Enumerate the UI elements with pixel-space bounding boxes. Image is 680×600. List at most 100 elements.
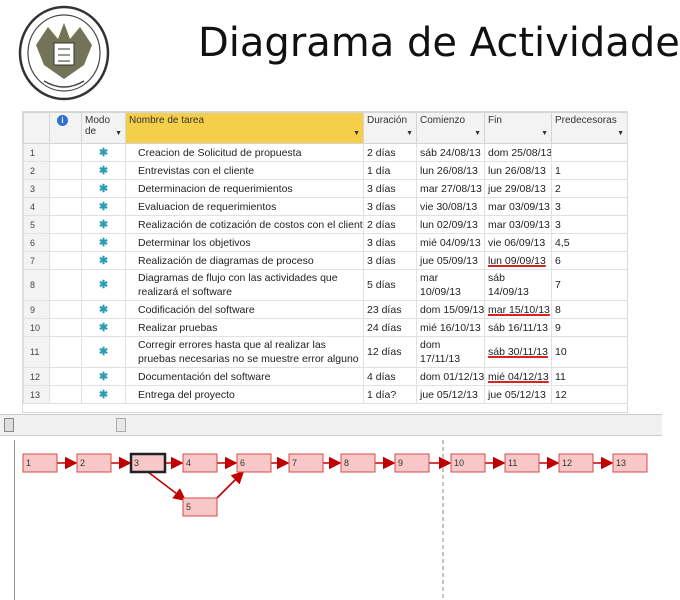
mode-cell[interactable]: ✱ [81,385,126,404]
mode-cell[interactable]: ✱ [81,269,126,301]
info-cell[interactable] [49,197,82,216]
network-node-8[interactable]: 8 [340,453,376,473]
network-node-13[interactable]: 13 [612,453,648,473]
predecessors-column-header[interactable]: Predecesoras ▼ [551,112,627,144]
predecessors-cell[interactable]: 2 [551,179,627,198]
network-node-9[interactable]: 9 [394,453,430,473]
duration-cell[interactable]: 4 días [363,367,417,386]
finish-cell[interactable]: sáb 14/09/13 [484,269,552,301]
chevron-down-icon[interactable]: ▼ [617,130,624,137]
start-cell[interactable]: jue 05/09/13 [416,251,485,270]
start-cell[interactable]: mar 10/09/13 [416,269,485,301]
predecessors-cell[interactable]: 8 [551,300,627,319]
task-name-cell[interactable]: Entrevistas con el cliente [125,161,364,180]
network-node-6[interactable]: 6 [236,453,272,473]
info-cell[interactable] [49,318,82,337]
info-cell[interactable] [49,161,82,180]
finish-cell[interactable]: lun 09/09/13 [484,251,552,270]
mode-cell[interactable]: ✱ [81,233,126,252]
mode-cell[interactable]: ✱ [81,143,126,162]
network-node-2[interactable]: 2 [76,453,112,473]
duration-cell[interactable]: 23 días [363,300,417,319]
duration-cell[interactable]: 3 días [363,233,417,252]
info-cell[interactable] [49,233,82,252]
duration-cell[interactable]: 24 días [363,318,417,337]
finish-cell[interactable]: mar 03/09/13 [484,197,552,216]
start-cell[interactable]: dom 15/09/13 [416,300,485,319]
task-name-cell[interactable]: Codificación del software [125,300,364,319]
duration-cell[interactable]: 5 días [363,269,417,301]
start-cell[interactable]: lun 02/09/13 [416,215,485,234]
row-number[interactable]: 4 [23,197,50,216]
info-cell[interactable] [49,143,82,162]
splitter-handle[interactable] [4,418,14,432]
row-number[interactable]: 9 [23,300,50,319]
chevron-down-icon[interactable]: ▼ [541,130,548,137]
finish-column-header[interactable]: Fin ▼ [484,112,552,144]
duration-cell[interactable]: 2 días [363,215,417,234]
row-number[interactable]: 3 [23,179,50,198]
duration-column-header[interactable]: Duración ▼ [363,112,417,144]
finish-cell[interactable]: mar 15/10/13 [484,300,552,319]
task-name-cell[interactable]: Diagramas de flujo con las actividades q… [125,269,364,301]
mode-cell[interactable]: ✱ [81,336,126,368]
start-cell[interactable]: mar 27/08/13 [416,179,485,198]
network-node-7[interactable]: 7 [288,453,324,473]
task-name-cell[interactable]: Corregir errores hasta que al realizar l… [125,336,364,368]
finish-cell[interactable]: mié 04/12/13 [484,367,552,386]
mode-cell[interactable]: ✱ [81,318,126,337]
start-cell[interactable]: dom 01/12/13 [416,367,485,386]
task-name-cell[interactable]: Determinar los objetivos [125,233,364,252]
finish-cell[interactable]: jue 05/12/13 [484,385,552,404]
row-number[interactable]: 12 [23,367,50,386]
table-row[interactable]: 11 ✱Corregir errores hasta que al realiza… [23,336,627,368]
name-column-header[interactable]: Nombre de tarea ▼ [125,112,364,144]
mode-cell[interactable]: ✱ [81,197,126,216]
predecessors-cell[interactable]: 1 [551,161,627,180]
mode-cell[interactable]: ✱ [81,367,126,386]
predecessors-cell[interactable]: 4,5 [551,233,627,252]
info-cell[interactable] [49,300,82,319]
start-column-header[interactable]: Comienzo ▼ [416,112,485,144]
network-node-4[interactable]: 4 [182,453,218,473]
row-number[interactable]: 1 [23,143,50,162]
network-node-5[interactable]: 5 [182,497,218,517]
start-cell[interactable]: jue 05/12/13 [416,385,485,404]
predecessors-cell[interactable]: 12 [551,385,627,404]
scrollbar-handle[interactable] [116,418,126,432]
info-column-header[interactable]: i [49,112,82,144]
row-number[interactable]: 11 [23,336,50,368]
info-cell[interactable] [49,367,82,386]
predecessors-cell[interactable]: 3 [551,215,627,234]
predecessors-cell[interactable]: 6 [551,251,627,270]
network-node-11[interactable]: 11 [504,453,540,473]
task-name-cell[interactable]: Determinacion de requerimientos [125,179,364,198]
duration-cell[interactable]: 12 días [363,336,417,368]
task-name-cell[interactable]: Realización de cotización de costos con … [125,215,364,234]
start-cell[interactable]: mié 16/10/13 [416,318,485,337]
mode-column-header[interactable]: Modo de ▼ [81,112,126,144]
predecessors-cell[interactable] [551,143,627,162]
row-number[interactable]: 10 [23,318,50,337]
finish-cell[interactable]: mar 03/09/13 [484,215,552,234]
info-cell[interactable] [49,336,82,368]
finish-cell[interactable]: vie 06/09/13 [484,233,552,252]
start-cell[interactable]: sáb 24/08/13 [416,143,485,162]
table-row[interactable]: 5✱Realización de cotización de costos co… [23,215,627,234]
task-name-cell[interactable]: Creacion de Solicitud de propuesta [125,143,364,162]
info-cell[interactable] [49,251,82,270]
info-cell[interactable] [49,215,82,234]
info-cell[interactable] [49,385,82,404]
finish-cell[interactable]: sáb 16/11/13 [484,318,552,337]
start-cell[interactable]: vie 30/08/13 [416,197,485,216]
task-name-cell[interactable]: Entrega del proyecto [125,385,364,404]
table-row[interactable]: 8✱Diagramas de flujo con las actividades… [23,269,627,301]
mode-cell[interactable]: ✱ [81,161,126,180]
